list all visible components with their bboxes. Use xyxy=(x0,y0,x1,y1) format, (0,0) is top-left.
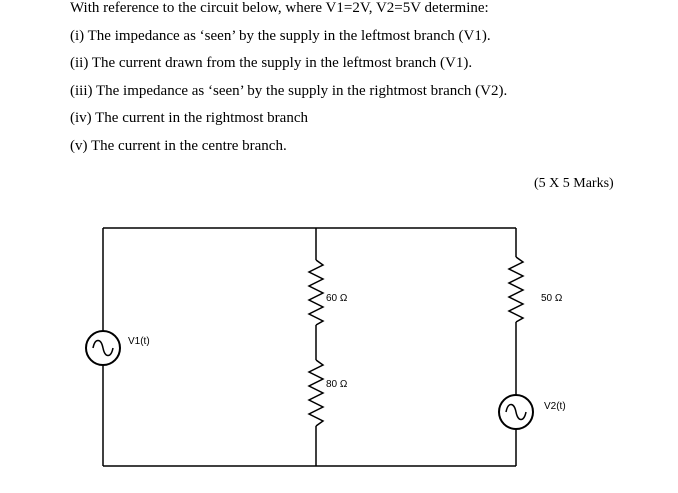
resistor-80 xyxy=(307,359,325,427)
question-part-ii: (ii) The current drawn from the supply i… xyxy=(70,55,473,71)
resistor-60 xyxy=(307,259,325,326)
marks-label: (5 X 5 Marks) xyxy=(534,176,614,191)
r60-label: 60 Ω xyxy=(326,293,348,304)
r50-label: 50 Ω xyxy=(541,293,563,304)
v2-source-icon xyxy=(498,394,534,430)
r80-label: 80 Ω xyxy=(326,379,348,390)
question-intro: With reference to the circuit below, whe… xyxy=(70,0,489,16)
question-part-i: (i) The impedance as ‘seen’ by the suppl… xyxy=(70,28,491,44)
resistor-50 xyxy=(507,256,525,323)
v1-source-icon xyxy=(85,330,121,366)
question-part-iv: (iv) The current in the rightmost branch xyxy=(70,110,308,126)
question-part-v: (v) The current in the centre branch. xyxy=(70,138,287,154)
question-part-iii: (iii) The impedance as ‘seen’ by the sup… xyxy=(70,83,508,99)
v1-label: V1(t) xyxy=(128,336,150,347)
v2-label: V2(t) xyxy=(544,401,566,412)
